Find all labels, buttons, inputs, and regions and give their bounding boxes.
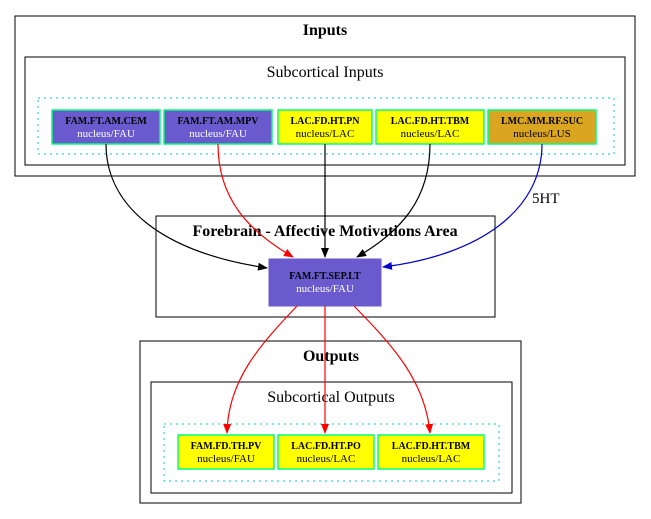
subcortical-outputs-title: Subcortical Outputs [267, 389, 395, 406]
node-title: LAC.FD.HT.TBM [391, 116, 470, 127]
subcortical-inputs-group [37, 97, 615, 155]
node-box [177, 434, 275, 470]
node-lac-fd-ht-po[interactable]: LAC.FD.HT.PO nucleus/LAC [277, 434, 375, 470]
node-subtitle: nucleus/FAU [77, 128, 135, 140]
node-fam-ft-am-cem[interactable]: FAM.FT.AM.CEM nucleus/FAU [51, 109, 161, 145]
subcortical-inputs-cluster: Subcortical Inputs FAM.FT.AM.CEM nucleus… [24, 56, 626, 166]
node-fam-ft-am-mpv[interactable]: FAM.FT.AM.MPV nucleus/FAU [163, 109, 273, 145]
inputs-cluster: Inputs Subcortical Inputs FAM.FT.AM.CEM … [14, 15, 636, 177]
node-title: FAM.FD.TH.PV [191, 441, 262, 452]
node-subtitle: nucleus/LAC [296, 128, 355, 140]
outputs-cluster: Outputs Subcortical Outputs FAM.FD.TH.PV… [139, 340, 522, 504]
edge-ht-tbm-to-sep-lt [356, 143, 431, 258]
node-title: LAC.FD.HT.PN [291, 116, 361, 127]
outputs-cluster-title: Outputs [303, 348, 359, 365]
node-title: LAC.FD.HT.PO [291, 441, 361, 452]
outputs-cluster-border [139, 340, 522, 504]
node-lmc-mm-rf-suc[interactable]: LMC.MM.RF.SUC nucleus/LUS [487, 109, 597, 145]
inputs-cluster-title: Inputs [303, 22, 347, 39]
node-box [377, 434, 485, 470]
edges: 5HT [105, 143, 560, 434]
node-title: LMC.MM.RF.SUC [501, 116, 583, 127]
node-lac-fd-ht-tbm-output[interactable]: LAC.FD.HT.TBM nucleus/LAC [377, 434, 485, 470]
node-lac-fd-ht-tbm-input[interactable]: LAC.FD.HT.TBM nucleus/LAC [375, 109, 485, 145]
node-subtitle: nucleus/FAU [197, 453, 255, 465]
subcortical-inputs-title: Subcortical Inputs [267, 64, 384, 81]
node-title: FAM.FT.SEP.LT [289, 271, 361, 282]
edge-am-mpv-to-sep-lt [217, 143, 294, 258]
edge-rf-suc-to-sep-lt [382, 143, 543, 270]
node-fam-ft-sep-lt[interactable]: FAM.FT.SEP.LT nucleus/FAU [268, 258, 382, 307]
node-title: FAM.FT.AM.MPV [178, 116, 260, 127]
subcortical-outputs-border [150, 381, 513, 494]
node-fam-fd-th-pv[interactable]: FAM.FD.TH.PV nucleus/FAU [177, 434, 275, 470]
subcortical-outputs-cluster: Subcortical Outputs FAM.FD.TH.PV nucleus… [150, 381, 513, 494]
node-subtitle: nucleus/LAC [297, 453, 356, 465]
node-subtitle: nucleus/FAU [296, 283, 354, 295]
node-subtitle: nucleus/LUS [513, 128, 570, 140]
node-box [277, 109, 373, 145]
subcortical-outputs-group [163, 423, 500, 482]
edge-sep-lt-to-ht-tbm [353, 305, 434, 434]
edge-label-5ht: 5HT [532, 191, 560, 207]
node-box [277, 434, 375, 470]
node-lac-fd-ht-pn[interactable]: LAC.FD.HT.PN nucleus/LAC [277, 109, 373, 145]
edge-am-cem-to-sep-lt [105, 143, 268, 271]
node-subtitle: nucleus/LAC [401, 128, 460, 140]
node-subtitle: nucleus/FAU [189, 128, 247, 140]
node-title: LAC.FD.HT.TBM [392, 441, 471, 452]
edge-sep-lt-to-th-pv [223, 305, 298, 434]
node-subtitle: nucleus/LAC [402, 453, 461, 465]
node-title: FAM.FT.AM.CEM [65, 116, 147, 127]
